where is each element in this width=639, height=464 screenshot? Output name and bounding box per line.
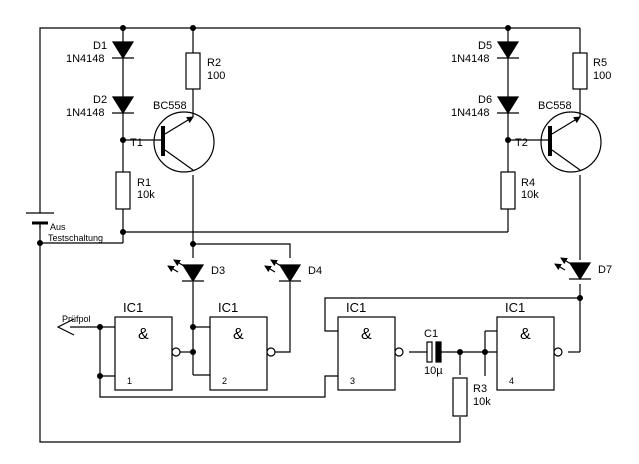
r2-value: 100 (207, 70, 225, 82)
resistor-r2: R2 100 (185, 52, 225, 90)
probe-label: Prüfpol (62, 314, 91, 324)
r5-ref: R5 (593, 57, 607, 69)
gate-1-symbol: & (138, 326, 149, 343)
d7-ref: D7 (598, 264, 612, 276)
resistor-r5: R5 100 (572, 52, 611, 90)
c1-ref: C1 (424, 328, 438, 340)
d6-ref: D6 (478, 94, 492, 106)
d1-ref: D1 (93, 40, 107, 52)
gate-4-symbol: & (520, 326, 531, 343)
gate-1-ic: IC1 (123, 300, 143, 315)
d2-type: 1N4148 (66, 107, 105, 119)
resistor-r1: R1 10k (115, 171, 155, 210)
diode-d5: D5 1N4148 (451, 40, 520, 65)
wiring (39, 27, 581, 443)
r3-ref: R3 (473, 383, 487, 395)
c1-value: 10µ (424, 365, 443, 377)
capacitor-c1: C1 10µ (424, 328, 443, 377)
d5-type: 1N4148 (451, 53, 490, 65)
supply-line2: Testschaltung (48, 233, 103, 243)
d5-ref: D5 (478, 40, 492, 52)
led-d7: D7 (554, 257, 612, 281)
led-d4: D4 (264, 259, 322, 283)
d4-ref: D4 (308, 265, 322, 277)
diode-d2: D2 1N4148 (66, 94, 135, 119)
d2-ref: D2 (93, 94, 107, 106)
gate-2-ic: IC1 (218, 300, 238, 315)
r4-value: 10k (521, 189, 539, 201)
d1-type: 1N4148 (66, 53, 105, 65)
diode-d1: D1 1N4148 (66, 40, 135, 65)
resistor-r4: R4 10k (500, 171, 539, 210)
supply-line1: Aus (50, 222, 66, 232)
gate-1: IC1 & 1 (114, 300, 181, 391)
transistor-t2: BC558 T2 (508, 100, 602, 173)
r2-ref: R2 (207, 57, 221, 69)
gate-2-symbol: & (233, 326, 244, 343)
t2-ref: T2 (515, 137, 528, 149)
r4-ref: R4 (521, 177, 535, 189)
gate-3: IC1 & 3 (337, 300, 404, 391)
r1-value: 10k (137, 189, 155, 201)
junction-dots (37, 25, 583, 379)
gate-4-pin: 4 (509, 376, 514, 386)
led-d3: D3 (167, 259, 225, 283)
t1-ref: T1 (130, 137, 143, 149)
gate-3-symbol: & (361, 326, 372, 343)
d3-ref: D3 (211, 265, 225, 277)
r3-value: 10k (473, 396, 491, 408)
gate-2: IC1 & 2 (209, 300, 276, 391)
diode-d6: D6 1N4148 (451, 94, 520, 119)
gate-2-pin: 2 (222, 376, 227, 386)
r1-ref: R1 (137, 177, 151, 189)
transistor-t1: BC558 T1 (123, 100, 215, 173)
d6-type: 1N4148 (451, 107, 490, 119)
gate-4: IC1 & 4 (496, 300, 563, 391)
gate-4-ic: IC1 (505, 300, 525, 315)
t1-type: BC558 (153, 100, 187, 112)
gate-3-pin: 3 (350, 376, 355, 386)
gate-1-pin: 1 (127, 376, 132, 386)
t2-type: BC558 (538, 100, 572, 112)
probe: Prüfpol (56, 314, 91, 336)
gate-3-ic: IC1 (346, 300, 366, 315)
r5-value: 100 (593, 70, 611, 82)
resistor-r3: R3 10k (452, 377, 491, 417)
battery: Aus Testschaltung (26, 212, 103, 243)
